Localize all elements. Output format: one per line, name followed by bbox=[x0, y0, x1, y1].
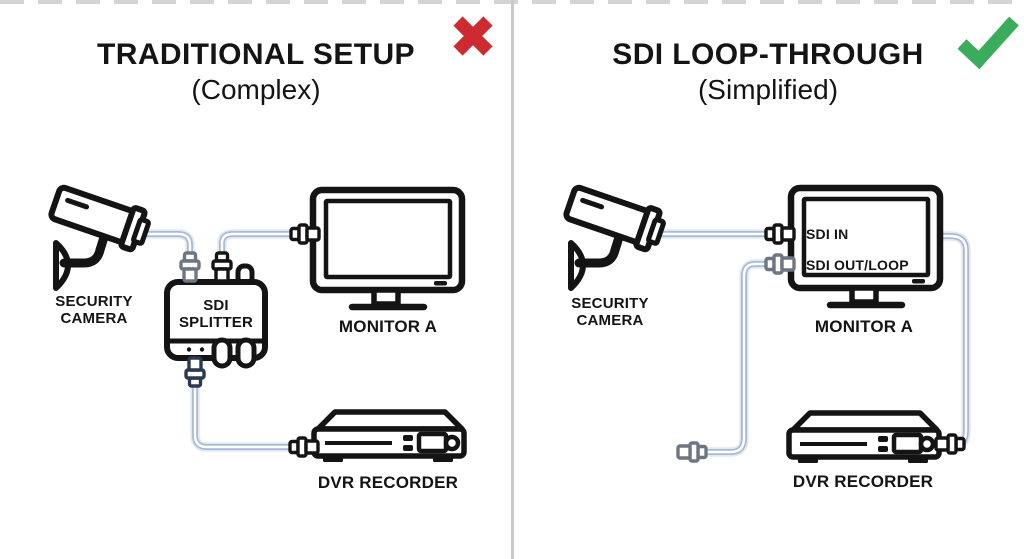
plug-connector-sdi-in bbox=[764, 223, 796, 245]
sdi-in-port-label: SDI IN bbox=[806, 226, 849, 242]
plug-connector bbox=[289, 223, 321, 245]
left-panel-subtitle: (Complex) bbox=[191, 74, 321, 105]
plug-connector bbox=[934, 433, 966, 455]
monitor-a-label: MONITOR A bbox=[814, 317, 914, 336]
monitor-icon bbox=[791, 188, 940, 305]
monitor-icon bbox=[313, 190, 462, 307]
cable-camera-to-splitter bbox=[140, 234, 190, 253]
dvr-recorder-label: DVR RECORDER bbox=[317, 473, 459, 492]
plug-connector bbox=[211, 251, 233, 283]
sdi-splitter-label: SDI SPLITTER bbox=[178, 297, 254, 331]
sdi-out-loop-port-label: SDI OUT/LOOP bbox=[806, 257, 909, 273]
security-camera-label: SECURITY CAMERA bbox=[55, 293, 133, 327]
security-camera-label: SECURITY CAMERA bbox=[571, 295, 649, 329]
cable-loop-out-spare bbox=[707, 264, 766, 452]
right-panel-subtitle: (Simplified) bbox=[697, 74, 839, 105]
splitter-port bbox=[211, 337, 233, 369]
left-panel-title: TRADITIONAL SETUP bbox=[97, 38, 415, 71]
security-camera-icon bbox=[564, 183, 667, 288]
dvr-recorder-icon bbox=[789, 413, 939, 463]
dvr-recorder-icon bbox=[314, 412, 464, 462]
sdi-splitter-icon bbox=[164, 263, 268, 369]
plug-connector bbox=[184, 356, 206, 388]
panel-divider bbox=[511, 0, 514, 559]
plug-connector bbox=[288, 436, 320, 458]
plug-connector-sdi-out bbox=[764, 253, 796, 275]
splitter-port bbox=[235, 337, 257, 369]
cable-splitter-to-monitor bbox=[222, 234, 293, 254]
right-panel-title: SDI LOOP-THROUGH bbox=[612, 38, 924, 71]
plug-connector bbox=[179, 251, 201, 283]
plug-connector-unplugged bbox=[676, 441, 708, 463]
check-mark-icon bbox=[957, 16, 1019, 70]
x-mark-icon bbox=[453, 16, 493, 56]
security-camera-icon bbox=[49, 183, 152, 288]
cable-splitter-to-dvr bbox=[195, 384, 291, 447]
dvr-recorder-label: DVR RECORDER bbox=[792, 472, 934, 491]
monitor-a-label: MONITOR A bbox=[338, 317, 438, 336]
